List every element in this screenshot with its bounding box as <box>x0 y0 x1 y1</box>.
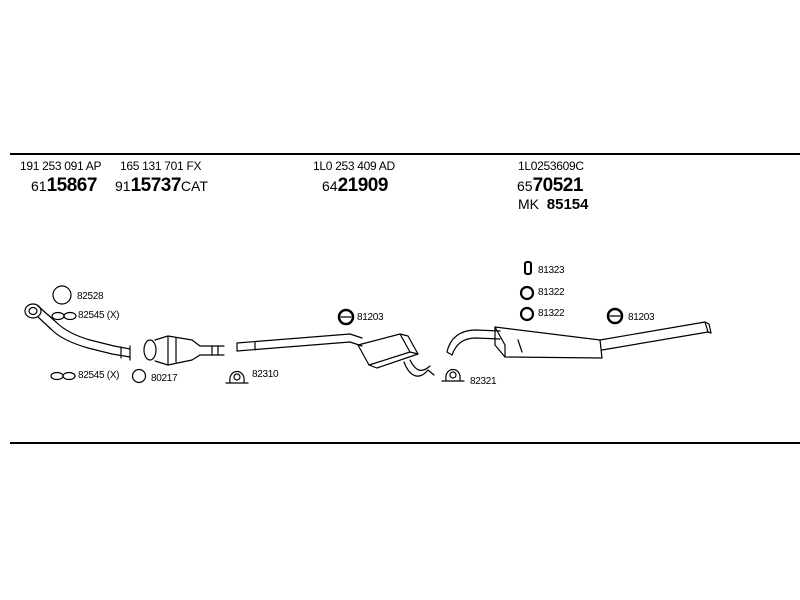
label-82545-top: 82545 (X) <box>78 310 120 321</box>
label-81203-middle: 81203 <box>357 312 384 323</box>
label-82528: 82528 <box>77 291 104 302</box>
article-prefix: 91 <box>115 178 131 194</box>
label-82310: 82310 <box>252 369 279 380</box>
hanger-81323-icon <box>524 261 532 275</box>
article-main: 21909 <box>337 175 389 196</box>
article-main: 15737 <box>130 175 182 196</box>
ring-81322-bottom-icon <box>519 306 535 322</box>
label-82321: 82321 <box>470 376 497 387</box>
label-81322-top: 81322 <box>538 287 565 298</box>
front-pipe-drawing <box>24 303 131 361</box>
catalyst-drawing <box>143 335 225 366</box>
middle-silencer-drawing <box>357 333 435 377</box>
oem-number-rear-silencer: 1L0253609C <box>518 159 584 173</box>
hanger-81203-middle-icon <box>337 308 355 326</box>
oem-number-catalyst: 165 131 701 FX <box>120 159 202 173</box>
mounting-kit-main: 85154 <box>546 196 589 213</box>
label-81322-bottom: 81322 <box>538 308 565 319</box>
article-number-middle-silencer: 6421909 <box>322 176 388 195</box>
oem-number-middle-silencer: 1L0 253 409 AD <box>313 159 395 173</box>
ring-80217-icon <box>131 368 147 384</box>
clamp-82545-top-icon <box>51 311 77 321</box>
top-rule <box>10 153 800 155</box>
article-main: 15867 <box>46 175 98 196</box>
article-main: 70521 <box>532 175 584 196</box>
ring-81322-top-icon <box>519 285 535 301</box>
hanger-81203-rear-icon <box>606 307 624 325</box>
middle-pipe-drawing <box>236 333 363 352</box>
article-number-front-pipe: 6115867 <box>31 176 97 195</box>
article-prefix: 61 <box>31 178 47 194</box>
label-82545-bottom: 82545 (X) <box>78 370 120 381</box>
oem-number-front-pipe: 191 253 091 AP <box>20 159 102 173</box>
article-suffix: CAT <box>180 178 208 194</box>
bottom-rule <box>10 442 800 444</box>
label-81203-rear: 81203 <box>628 312 655 323</box>
mounting-kit-number: MK 85154 <box>518 196 589 213</box>
label-80217: 80217 <box>151 373 178 384</box>
mounting-kit-prefix: MK <box>518 196 539 212</box>
article-number-catalyst: 9115737CAT <box>115 176 208 195</box>
label-81323: 81323 <box>538 265 565 276</box>
ring-82528-icon <box>52 285 72 305</box>
rear-silencer-drawing <box>446 321 712 359</box>
clamp-82321-icon <box>441 368 465 382</box>
clamp-82545-bottom-icon <box>50 371 76 381</box>
clamp-82310-icon <box>225 370 249 384</box>
article-prefix: 65 <box>517 178 533 194</box>
article-number-rear-silencer: 6570521 <box>517 176 583 195</box>
article-prefix: 64 <box>322 178 338 194</box>
